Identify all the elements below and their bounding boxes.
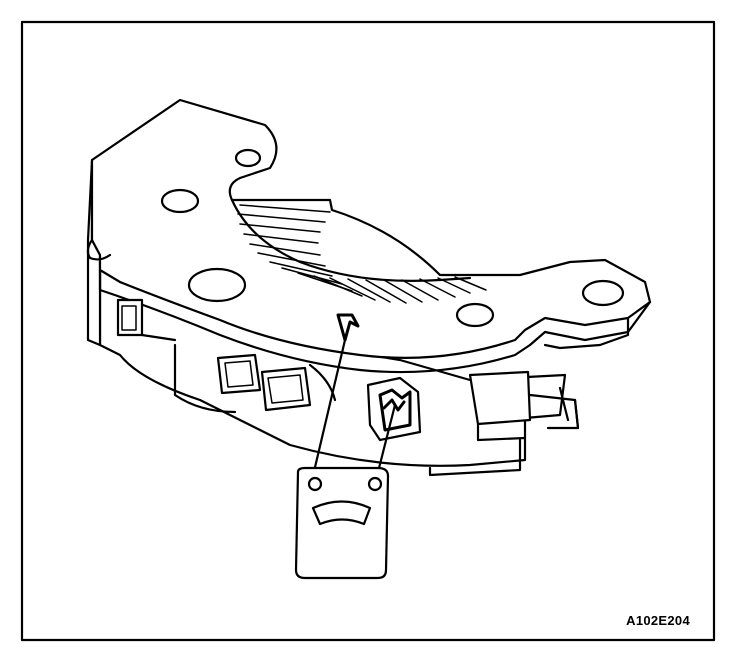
ohmmeter-dial-window [311,500,372,526]
mounting-hole-small-top [234,148,262,168]
bridge-inner-arc [230,198,472,282]
ohmmeter-terminal-left [307,476,323,492]
figure-reference-code: A102E204 [626,613,690,628]
bridge-lower-bulge [173,343,237,414]
mounting-hole-left [187,267,247,303]
ohmmeter-terminal-right [367,476,383,492]
test-lead-left [310,338,347,482]
heat-sink-fins [237,204,487,304]
front-connector [216,353,312,412]
ohmmeter-body [294,466,390,580]
mounting-hole-top-left [160,188,200,214]
bridge-plate-edge [98,268,652,374]
bridge-right-leg [428,438,522,477]
right-bracket [468,370,580,442]
mounting-hole-right [581,279,625,307]
diode-terminal [336,313,360,342]
left-side-connector [116,298,177,342]
bridge-right-tab [543,316,630,350]
figure-frame [20,20,716,642]
bridge-contour-line [308,363,337,402]
bridge-left-notch [86,238,112,261]
mounting-hole-center [455,302,495,328]
rectifier-bridge [86,98,652,477]
ohmmeter [294,466,390,580]
